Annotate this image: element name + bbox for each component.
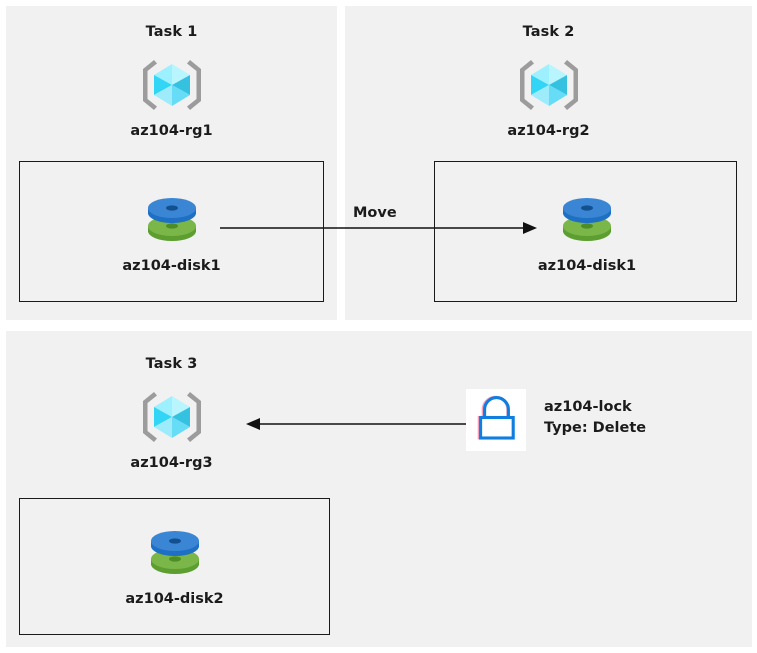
resource-group-label: az104-rg2	[507, 123, 590, 139]
move-arrow	[220, 222, 537, 234]
move-connector-label: Move	[353, 205, 397, 221]
resource-group-label: az104-rg1	[130, 123, 213, 139]
panel-task-3: Task 3 az104-rg3	[6, 331, 752, 647]
panel-task-1: Task 1 az104-rg1	[6, 6, 337, 320]
resource-box-task-2: az104-disk1	[434, 161, 737, 302]
managed-disk-icon	[507, 190, 667, 252]
resource-az104-disk1[interactable]: az104-disk1	[20, 190, 323, 274]
task-1-title: Task 1	[145, 24, 198, 40]
padlock-icon	[473, 393, 519, 447]
resource-group-cube-icon	[6, 388, 337, 450]
lock-name: az104-lock	[544, 399, 632, 415]
resource-group-az104-rg3[interactable]: az104-rg3	[6, 388, 337, 471]
panel-task-2: Task 2 az104-rg2	[345, 6, 752, 320]
resource-box-task-3: az104-disk2	[19, 498, 330, 635]
lock-arrow	[246, 418, 472, 430]
resource-az104-disk2[interactable]: az104-disk2	[20, 523, 329, 607]
lock-card[interactable]	[466, 389, 526, 451]
managed-disk-icon	[20, 190, 323, 252]
lock-text-block: az104-lock Type: Delete	[544, 397, 646, 439]
resource-group-az104-rg1[interactable]: az104-rg1	[6, 56, 337, 139]
task-2-title: Task 2	[522, 24, 575, 40]
resource-group-az104-rg2[interactable]: az104-rg2	[345, 56, 752, 139]
lock-type: Type: Delete	[544, 420, 647, 436]
resource-label: az104-disk1	[122, 258, 221, 274]
resource-group-cube-icon	[345, 56, 752, 118]
resource-label: az104-disk2	[125, 591, 224, 607]
managed-disk-icon	[20, 523, 329, 585]
task-3-title: Task 3	[145, 356, 198, 372]
resource-box-task-1: az104-disk1	[19, 161, 324, 302]
resource-group-label: az104-rg3	[130, 455, 213, 471]
resource-label: az104-disk1	[537, 258, 637, 274]
resource-group-cube-icon	[6, 56, 337, 118]
resource-az104-disk1[interactable]: az104-disk1	[507, 190, 667, 274]
